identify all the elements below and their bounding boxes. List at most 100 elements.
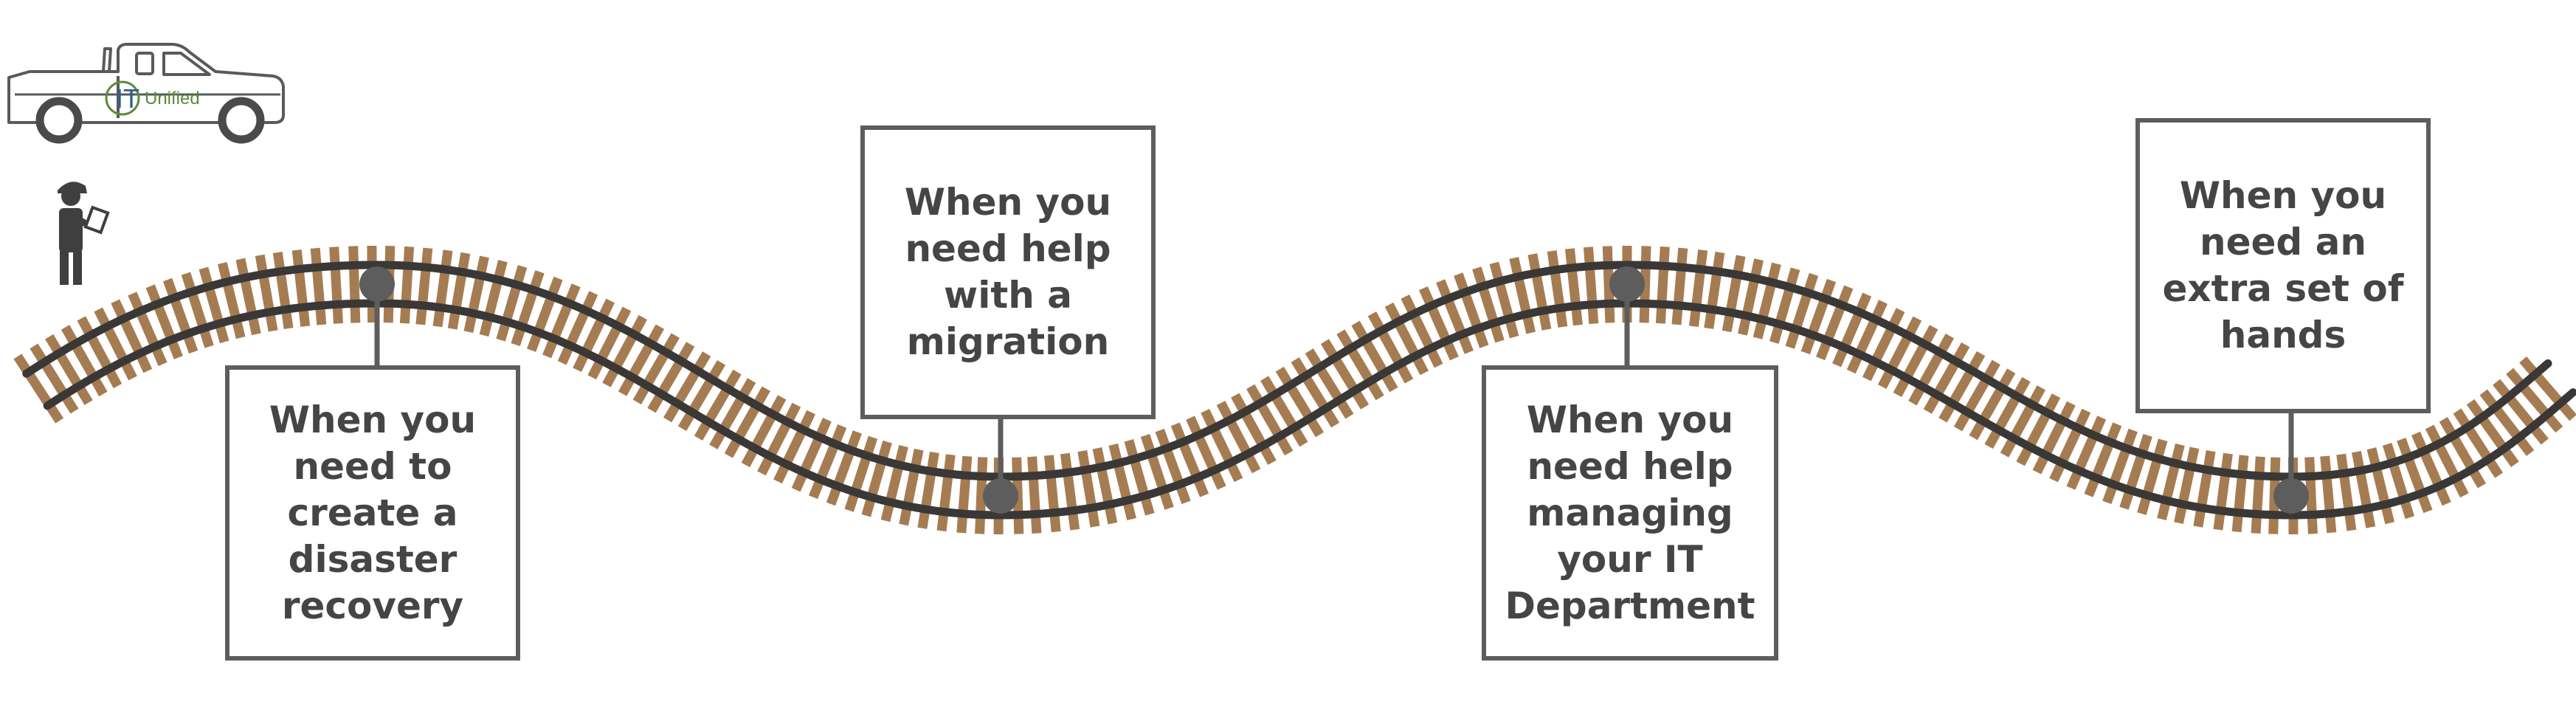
railroad-tie [2320,455,2337,534]
railroad-tie [415,247,433,325]
railroad-tie [1816,285,1854,361]
railroad-tie [1124,439,1155,516]
railroad-tie [1704,252,1725,329]
railroad-tie [30,343,79,414]
milestone-marker-4 [2273,478,2309,514]
railroad-tie [1969,368,2016,441]
railroad-tie [2506,368,2563,433]
railroad-tie [663,351,711,423]
railroad-tie [618,324,665,396]
railroad-tie [542,283,581,359]
railroad-tie [2397,438,2433,514]
railroad-tie [1564,248,1583,326]
logo-brand-letters: IT [116,83,139,114]
railroad-tie [1547,250,1568,328]
railroad-tie [899,448,924,526]
railroad-tie [2016,393,2061,466]
railroad-tie [826,430,863,506]
railroad-tie [1984,376,2031,449]
railroad-tie [2137,438,2168,515]
milestone-label-4: When you need an extra set of hands [2162,174,2404,356]
railroad-tie [1602,246,1615,323]
railroad-tie [1472,266,1505,343]
railroad-tie [1275,366,1325,438]
railroad-ties [13,245,2576,535]
railroad-tie [1246,384,1294,456]
railroad-tie [1832,292,1872,368]
railroad-tie [1044,455,1061,533]
milestone-label-3: When you need help managing your IT Depa… [1505,398,1755,627]
railroad-tie [1170,422,1209,497]
railroad-tie [1231,393,1277,465]
railroad-tie [677,359,726,432]
railroad-tie [1305,348,1354,419]
railroad-tie [1722,255,1746,333]
railroad-tie [632,333,680,404]
railroad-tie [2193,450,2216,528]
railroad-tie [724,386,770,458]
railroad-tie [2493,379,2549,445]
railroad-tie [1800,278,1837,355]
railroad-tie [496,265,528,342]
railroad-tie [1108,443,1136,520]
railroad-tie [1639,246,1651,323]
railroad-tie [1689,249,1708,327]
railroad-tie [2174,447,2200,524]
railroad-tie [77,316,122,389]
railroad-tie [1092,447,1118,525]
railroad-tie [2213,452,2233,531]
railroad-tie [757,402,801,476]
railroad-tie [527,276,563,352]
railroad-tie [162,277,198,354]
milestone-marker-3 [1609,266,1645,302]
railroad-tie [463,255,489,334]
railroad-tie [255,254,278,332]
railroad-tie [2479,389,2535,456]
railroad-tie [1655,246,1670,324]
milestone-marker-2 [983,478,1018,514]
railroad-tie [2466,399,2519,467]
railroad-tie [1401,294,1443,368]
railroad-tie [844,435,878,512]
railroad-tie [1753,262,1781,339]
railroad-tie [479,260,508,337]
railroad-tie [1367,311,1414,384]
railroad-tie [557,291,598,365]
railroad-tie [329,246,343,324]
railroad-tie [773,410,816,484]
railroad-tie [1584,246,1599,325]
railroad-tie [647,342,695,413]
railroad-tie [2066,416,2107,490]
railroad-tie [1320,339,1370,410]
railroad-tie [2411,431,2451,506]
railroad-tie [1201,408,1243,483]
milestone-label-2: When you need help with a migration [904,181,1112,363]
rail-lower [43,299,2576,520]
railroad-tie [145,284,183,359]
railroad-tie [235,258,261,336]
railroad-tie [1436,279,1474,354]
railroad-tie [1260,376,1308,447]
railroad-tie [2251,456,2265,534]
milestone-label-1: When you need to create a disaster recov… [269,398,477,627]
truck-logo-ring [105,80,140,116]
railroad-tie [709,378,756,449]
railroad-tie [975,457,988,534]
rail-upper [22,261,2552,481]
railroad-tie [1140,433,1174,510]
railroad-tie [2231,455,2249,533]
railroad-tie [1846,300,1888,374]
railroad-tie [1291,357,1340,428]
railroad-tie [2352,450,2376,528]
railroad-tie [2084,422,2122,497]
milestone-box-extra-hands: When you need an extra set of hands [2135,118,2431,413]
railroad-tie [2425,424,2469,498]
railroad-tie [447,252,471,330]
railroad-tie [1953,359,2000,432]
railroad-tie [936,454,956,532]
milestone-box-migration: When you need help with a migration [860,125,1156,419]
railroad-tie [1862,308,1905,382]
railroad-tie [956,455,973,534]
railroad-tie [511,270,545,347]
railroad-tie [399,246,415,324]
